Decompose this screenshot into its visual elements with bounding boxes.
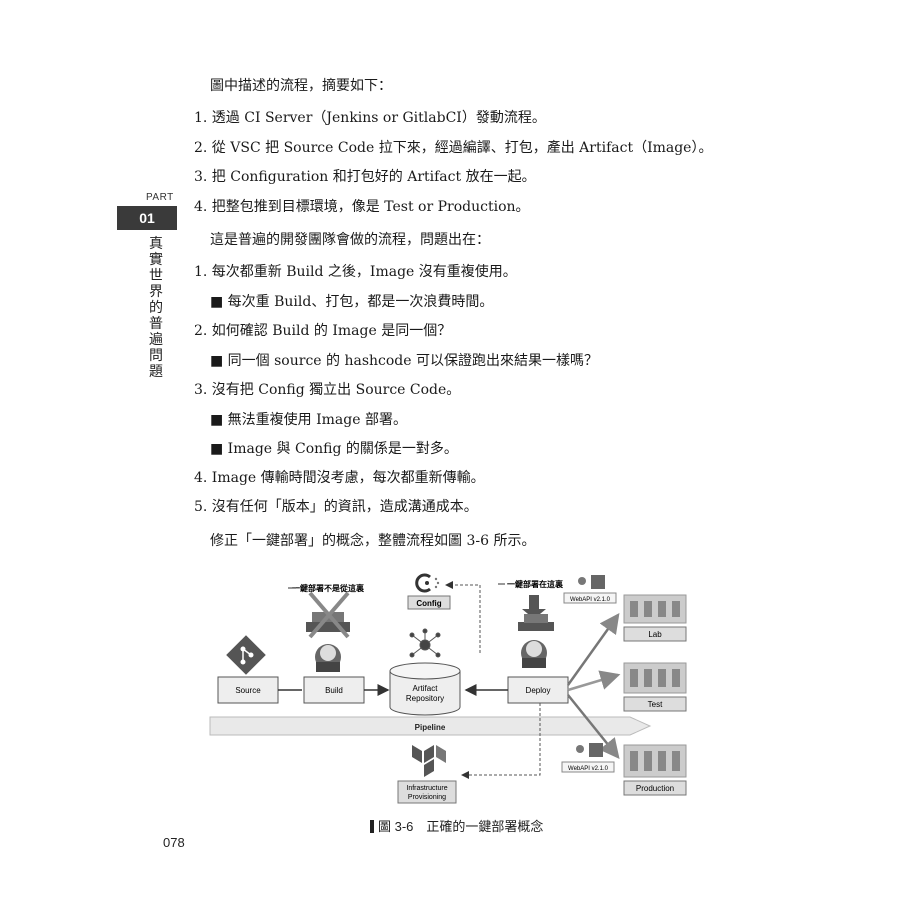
deploy-box xyxy=(507,676,569,704)
problem-1: 1. 每次都重新 Build 之後，Image 沒有重複使用。 xyxy=(194,264,517,280)
artifact-repository: Artifact Repository xyxy=(389,662,461,716)
problem-5: 5. 沒有任何「版本」的資訊，造成溝通成本。 xyxy=(194,499,478,515)
problem-2-bullet: ■ 同一個 source 的 hashcode 可以保證跑出來結果一樣嗎？ xyxy=(210,353,599,369)
terraform-icon xyxy=(412,745,446,777)
config-box xyxy=(407,595,451,610)
source-box xyxy=(217,676,279,704)
part-label: PART xyxy=(146,192,174,203)
infra-label-1: Infrastructure xyxy=(406,785,447,792)
caption-text: 圖 3-6 正確的一鍵部署概念 xyxy=(378,819,544,834)
config-label: Config xyxy=(416,599,441,608)
deploy-label: Deploy xyxy=(526,686,551,695)
problem-3-bullet-2: ■ Image 與 Config 的關係是一對多。 xyxy=(210,441,458,457)
test-env-icon xyxy=(623,662,687,694)
crossed-deploy-icon xyxy=(306,591,350,639)
deploy-anvil-icon xyxy=(518,614,554,631)
artifact-label-1: Artifact xyxy=(413,684,439,693)
problem-intro: 這是普遍的開發團隊會做的流程，問題出在： xyxy=(210,232,490,248)
problem-3: 3. 沒有把 Config 獨立出 Source Code。 xyxy=(194,382,461,398)
jenkins-deploy-icon xyxy=(521,640,547,668)
artifact-icon xyxy=(409,628,441,658)
source-label: Source xyxy=(235,686,261,695)
test-box xyxy=(623,696,687,712)
build-label: Build xyxy=(325,686,343,695)
config-icon xyxy=(415,573,440,593)
chapter-title: 真實世界的普遍問題 xyxy=(149,236,163,380)
webapi-top-icon xyxy=(578,575,605,589)
webapi-bottom-icon xyxy=(576,743,603,757)
webapi-bottom-box xyxy=(561,761,615,773)
production-label: Production xyxy=(636,784,674,793)
webapi-bottom-label: WebAPI v2.1.0 xyxy=(568,766,609,772)
lab-env-icon xyxy=(623,594,687,624)
pipeline-band: Pipeline xyxy=(209,716,652,736)
test-label: Test xyxy=(648,700,663,709)
step-2: 2. 從 VSC 把 Source Code 拉下來，經過編譯、打包，產出 Ar… xyxy=(194,140,713,156)
infra-box xyxy=(397,780,457,804)
production-env-icon xyxy=(623,744,687,778)
step-1: 1. 透過 CI Server（Jenkins or GitlabCI）發動流程… xyxy=(194,110,546,126)
pipeline-diagram: Pipeline Source 一鍵部署不是從這裏 Build Artifact… xyxy=(209,573,687,804)
webapi-top-box xyxy=(563,592,617,604)
caption-bar xyxy=(370,820,374,833)
webapi-top-label: WebAPI v2.1.0 xyxy=(570,597,611,603)
note-left: 一鍵部署不是從這裏 xyxy=(292,583,365,593)
figure-caption: 圖 3-6 正確的一鍵部署概念 xyxy=(370,816,543,835)
part-number: 01 xyxy=(117,206,177,230)
lab-label: Lab xyxy=(648,630,662,639)
problem-3-bullet-1: ■ 無法重複使用 Image 部署。 xyxy=(210,412,407,428)
artifact-label-2: Repository xyxy=(406,694,444,703)
problem-4: 4. Image 傳輸時間沒考慮，每次都重新傳輸。 xyxy=(194,470,485,486)
step-3: 3. 把 Configuration 和打包好的 Artifact 放在一起。 xyxy=(194,169,536,185)
git-icon xyxy=(226,635,266,675)
pipeline-label: Pipeline xyxy=(415,723,446,732)
page-number: 078 xyxy=(163,835,185,850)
step-4: 4. 把整包推到目標環境，像是 Test or Production。 xyxy=(194,199,530,215)
conclusion-text: 修正「一鍵部署」的概念，整體流程如圖 3-6 所示。 xyxy=(210,533,536,549)
problem-1-bullet: ■ 每次重 Build、打包，都是一次浪費時間。 xyxy=(210,294,494,310)
infra-label-2: Provisioning xyxy=(408,794,446,801)
production-box xyxy=(623,780,687,796)
lab-box xyxy=(623,626,687,642)
intro-text: 圖中描述的流程，摘要如下： xyxy=(210,78,392,94)
jenkins-build-icon xyxy=(315,644,341,672)
problem-2: 2. 如何確認 Build 的 Image 是同一個？ xyxy=(194,323,452,339)
note-right: 一鍵部署在這裏 xyxy=(507,579,564,589)
